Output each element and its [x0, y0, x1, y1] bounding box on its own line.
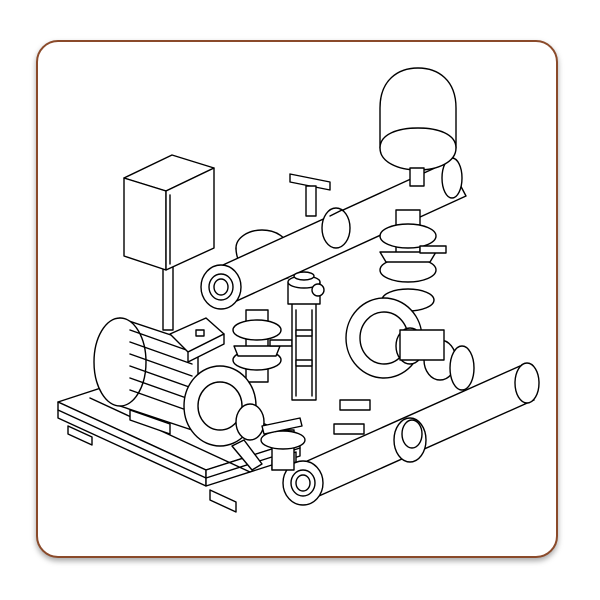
electrical-cabinet-icon: [124, 155, 214, 330]
valve-handle-icon: [290, 174, 330, 216]
suction-header-icon: [283, 346, 539, 505]
electric-motor-icon: [94, 318, 224, 434]
discharge-header-icon: [201, 158, 466, 309]
suction-valve-icon: [261, 400, 370, 470]
discharge-valve-left-icon: [233, 310, 292, 382]
vertical-pump-icon: [288, 272, 324, 400]
centrifugal-pump-right-icon: [346, 298, 456, 380]
expansion-vessel-icon: [380, 68, 456, 186]
centrifugal-pump-icon: [184, 366, 264, 470]
